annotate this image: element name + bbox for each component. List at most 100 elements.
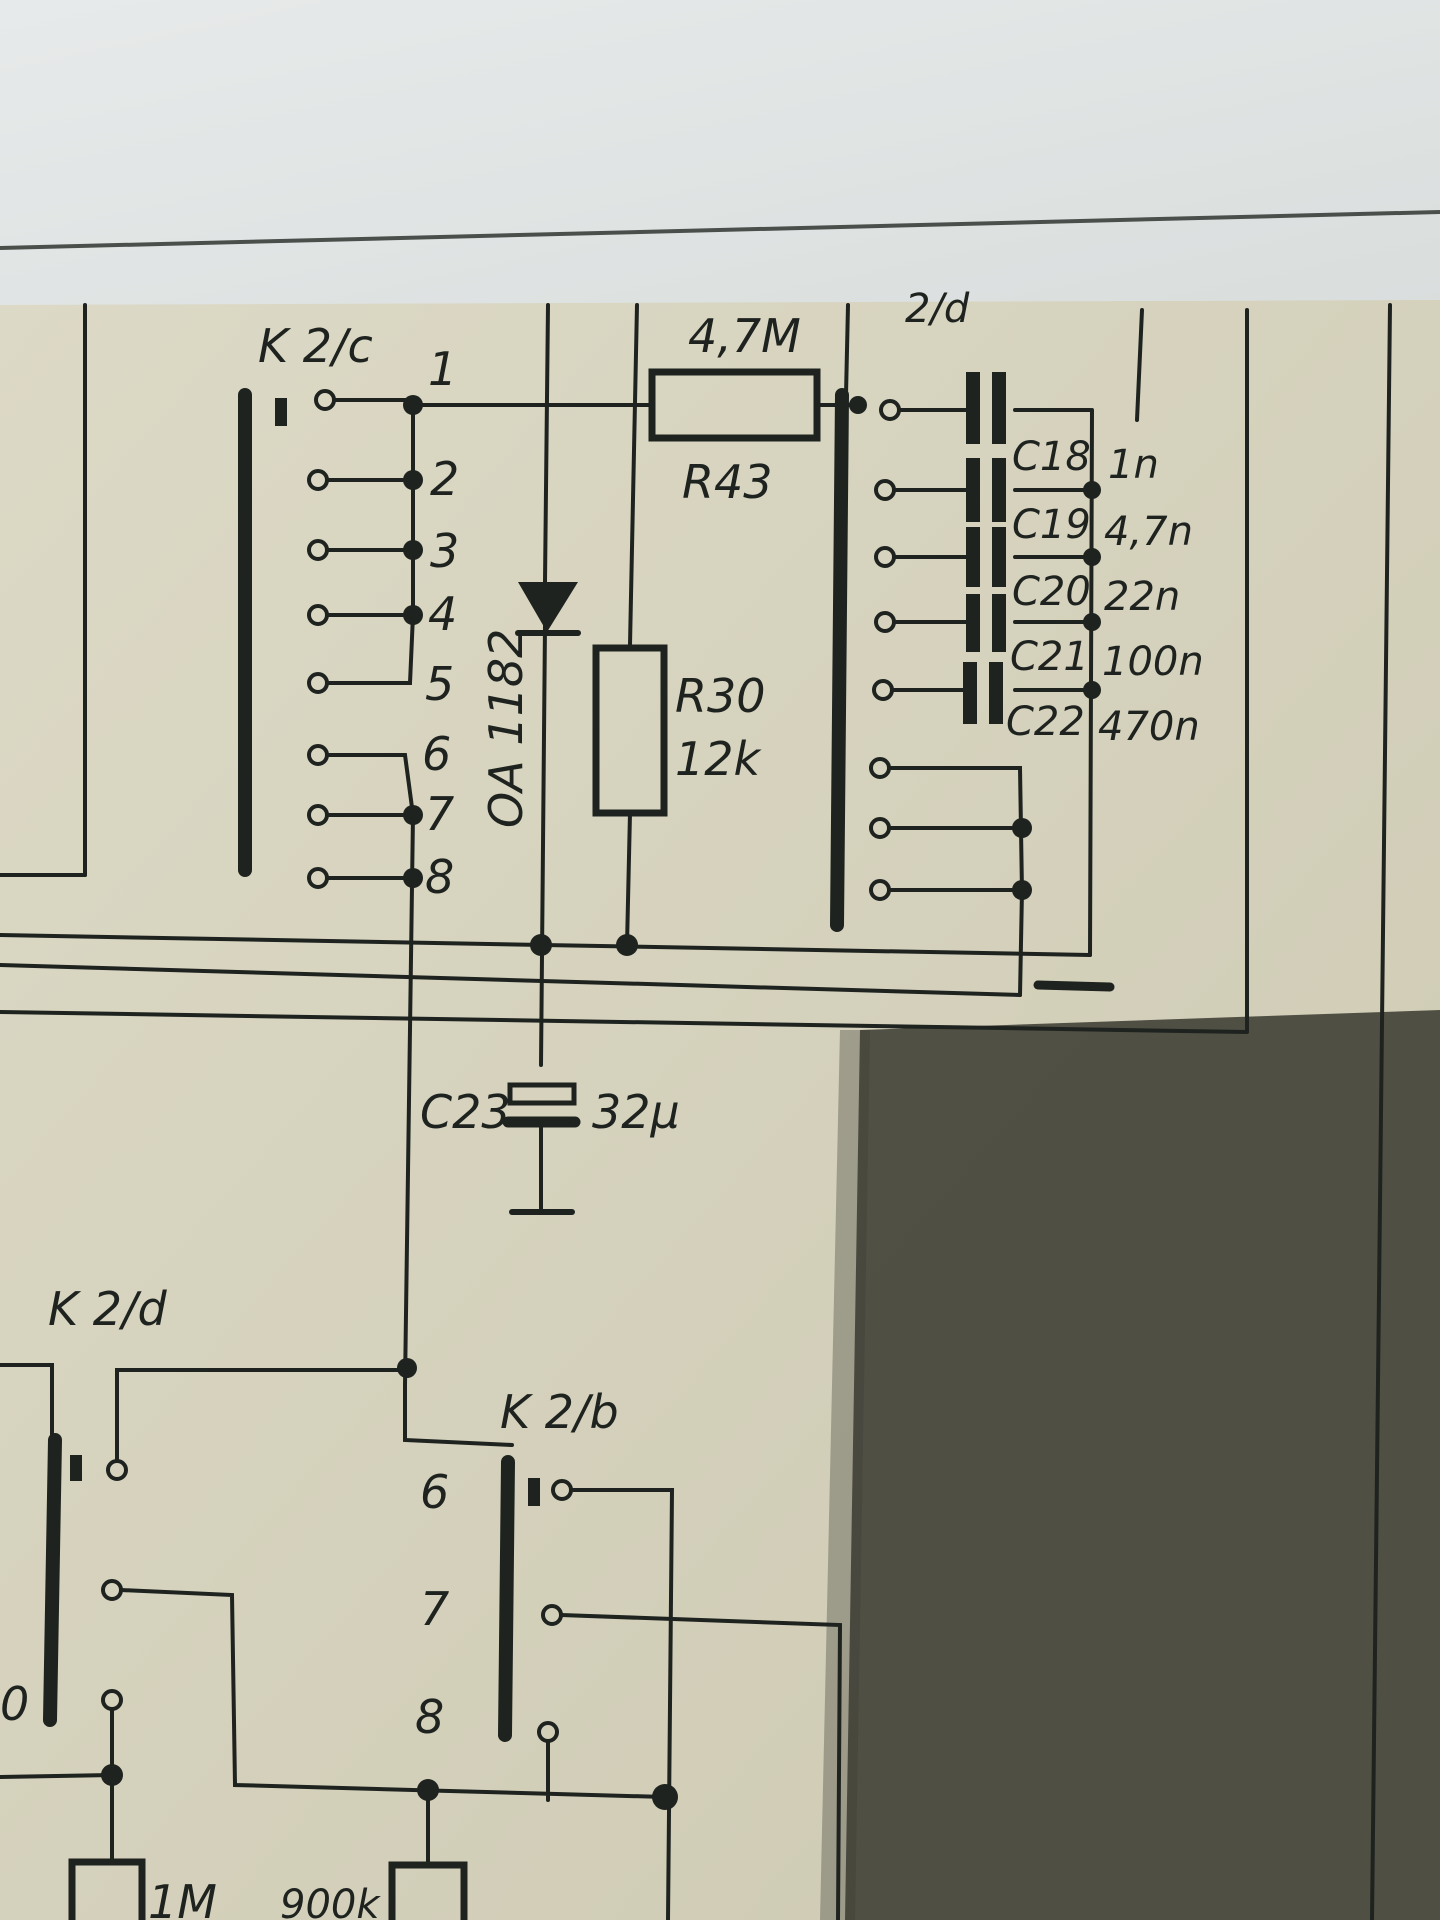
cap-c18-plate-b (992, 372, 1006, 444)
switch-c-pos-4: 4 (428, 587, 457, 641)
wire-top-to-wiper (844, 303, 850, 397)
cap-c19-name: C19 (1012, 502, 1091, 548)
resistor-900k-body (388, 1861, 468, 1920)
switch-b-wiper-mark (528, 1478, 540, 1506)
cap-c18-value: 1n (1108, 442, 1159, 488)
switch-b-pos-6: 6 (420, 1465, 449, 1519)
junction-dot (1083, 681, 1101, 699)
wire-r30-bottom (625, 811, 632, 947)
wire-k2d-contact2 (119, 1588, 667, 1799)
cap-c20-value: 22n (1104, 574, 1180, 620)
resistor-r30-value: 12k (675, 732, 763, 786)
wire-diode-bottom (539, 623, 547, 1067)
switch-b-label: K 2/b (500, 1385, 619, 1439)
bus-line-lower (0, 963, 1022, 997)
resistor-900k-value: 900k (280, 1882, 381, 1920)
top-paper-rule (0, 210, 1440, 250)
switch-c-wiper-mark (275, 398, 287, 426)
cap-c20-plate-a (966, 527, 980, 587)
switch-d-partial-label: 0 (0, 1677, 29, 1731)
diode-name: OA 1182 (479, 629, 533, 828)
switch-c-pos-8: 8 (425, 850, 454, 904)
wire-k2d-top (0, 1363, 54, 1442)
switch-c-pos-3: 3 (430, 524, 459, 578)
cap-c21-name: C21 (1010, 634, 1089, 680)
junction-dot (403, 395, 423, 415)
cap-c19-plate-b (992, 458, 1006, 522)
wire-contact-6 (887, 766, 1024, 894)
switch-d-label: K 2/d (48, 1282, 168, 1336)
junction-dot (403, 605, 423, 625)
junction-dot (397, 1358, 417, 1378)
frame-bottom (0, 1010, 1249, 1034)
header-partial-label: 2/d (905, 286, 970, 332)
cap-c19-value: 4,7n (1104, 509, 1193, 555)
resistor-1m-value: 1M (148, 1875, 217, 1920)
junction-dot (403, 868, 423, 888)
wire-k2b-feed (403, 1383, 514, 1447)
switch-c-label: K 2/c (258, 319, 373, 373)
junction-dot (849, 396, 867, 414)
cap-c22-plate-a (963, 662, 977, 724)
ground-mark (1033, 980, 1115, 992)
junction-dot (417, 1779, 439, 1801)
switch-d-wiper-bar (43, 1433, 62, 1727)
cap-c21-plate-a (966, 594, 980, 652)
junction-dot (530, 934, 552, 956)
junction-dot (403, 540, 423, 560)
cap-c21-value: 100n (1102, 639, 1204, 685)
junction-dot (1083, 481, 1101, 499)
wire-k2b-6 (569, 1488, 675, 1920)
switch-b-wiper-bar (498, 1455, 515, 1742)
shadow-soft-edge (820, 1030, 870, 1920)
resistor-1m-body (68, 1858, 146, 1920)
junction-dot (101, 1764, 123, 1786)
cap-c22-plate-b (989, 662, 1003, 724)
switch-d-wiper-mark (70, 1455, 82, 1481)
cap-c19-plate-a (966, 458, 980, 522)
cap-c23-value: 32μ (592, 1085, 680, 1139)
switch-b-pos-8: 8 (415, 1690, 444, 1744)
diode-oa1182-symbol (518, 582, 578, 632)
cap-c20-plate-b (992, 527, 1006, 587)
wire-r30-top (628, 303, 639, 647)
wire-sw-c-5 (325, 613, 415, 685)
capacitor-labels: C18 1n C19 4,7n C20 22n C21 100n C22 470… (1006, 434, 1204, 750)
junction-dot (403, 805, 423, 825)
top-paper (0, 0, 1440, 310)
wire-sw-c-6 (325, 753, 415, 817)
junction-dot (1012, 818, 1032, 838)
junction-dot (1083, 613, 1101, 631)
wire-common-vertical (403, 813, 415, 1387)
switch-c-pos-6: 6 (422, 727, 451, 781)
junction-dot (1012, 880, 1032, 900)
switch-wiper-bar (830, 388, 849, 932)
junction-dot (1083, 548, 1101, 566)
shadow-region (845, 1010, 1440, 1920)
switch-c-pos-7: 7 (425, 787, 454, 841)
wire-k2b-7 (559, 1613, 843, 1920)
switch-c-pos-2: 2 (430, 452, 459, 506)
junction-dot (616, 934, 638, 956)
cap-c23-name: C23 (420, 1085, 511, 1139)
junction-dot (652, 1784, 678, 1810)
resistor-r43-value: 4,7M (688, 309, 801, 363)
cap-c23-plate-top (507, 1082, 577, 1106)
cap-c22-name: C22 (1006, 699, 1085, 745)
cap-c21-plate-b (992, 594, 1006, 652)
cap-c18-plate-a (966, 372, 980, 444)
wire-1190 (1135, 308, 1144, 422)
junction-dot (403, 470, 423, 490)
resistor-r43-name: R43 (682, 455, 773, 509)
wire-k2d-contact1 (115, 1368, 407, 1463)
switch-c-pos-5: 5 (425, 657, 454, 711)
wire-diode-top (543, 303, 550, 584)
cap-c18-name: C18 (1012, 434, 1091, 480)
cap-c22-value: 470n (1098, 704, 1200, 750)
cap-c20-name: C20 (1012, 569, 1091, 615)
resistor-r30-name: R30 (675, 669, 766, 723)
wire-contacts-down (1018, 888, 1024, 997)
switch-c-pos-1: 1 (428, 342, 457, 396)
frame-right-outer (1370, 303, 1392, 1920)
